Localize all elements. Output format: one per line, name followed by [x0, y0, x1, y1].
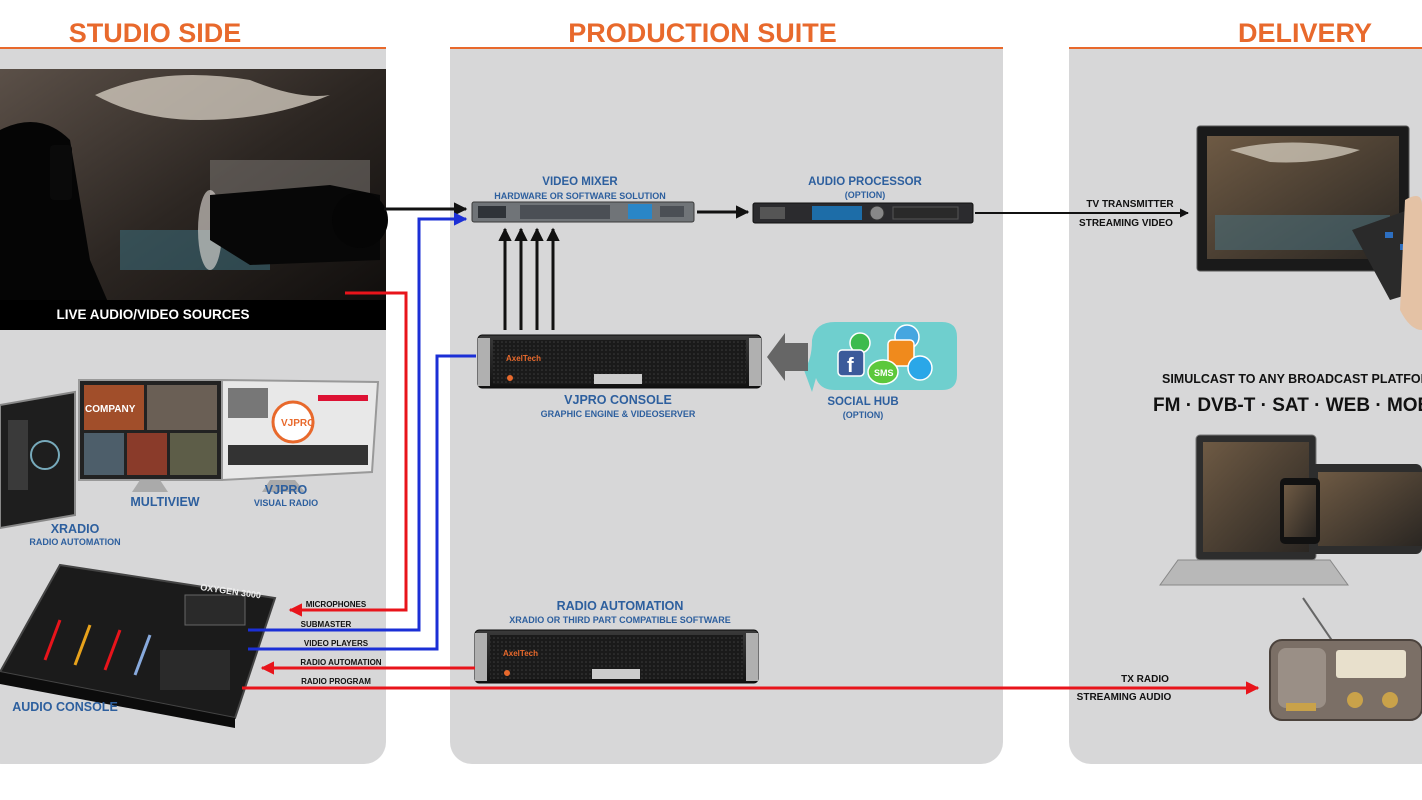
vjpro-console-server	[477, 334, 762, 389]
video-mixer-sublabel: HARDWARE OR SOFTWARE SOLUTION	[494, 191, 666, 201]
video-mixer-label: VIDEO MIXER	[542, 176, 618, 188]
xradio-label: XRADIO	[50, 522, 100, 536]
video-players-line	[248, 354, 476, 651]
submaster-signal-label: SUBMASTER	[300, 620, 352, 629]
section-title-studio: STUDIO SIDE	[68, 18, 242, 48]
social-hub-label: SOCIAL HUB	[827, 396, 899, 408]
sms-icon	[867, 359, 899, 385]
vjpro-console-label: VJPRO CONSOLE	[564, 393, 672, 407]
streaming-audio-label: STREAMING AUDIO	[1076, 692, 1172, 703]
audio-console	[0, 563, 277, 728]
vjpro-label: VJPRO	[264, 483, 308, 497]
vjpro-sublabel: VISUAL RADIO	[253, 498, 319, 508]
vjpro-console-sublabel: GRAPHIC ENGINE & VIDEOSERVER	[540, 409, 696, 419]
audio-processor-sublabel: (OPTION)	[844, 190, 886, 200]
radio-receiver	[1269, 597, 1422, 721]
video-mixer-device	[471, 201, 695, 223]
skype-icon	[907, 355, 933, 381]
radio-automation-sublabel: XRADIO OR THIRD PART COMPATIBLE SOFTWARE	[509, 615, 731, 625]
radio-automation-server	[474, 629, 759, 684]
monitor-multiview	[78, 379, 223, 492]
audio-console-label: AUDIO CONSOLE	[12, 700, 118, 714]
audio-processor-label: AUDIO PROCESSOR	[808, 176, 922, 188]
monitor-xradio	[0, 390, 76, 530]
server-brand-text: AxelTech	[506, 354, 541, 363]
xradio-sublabel: RADIO AUTOMATION	[29, 537, 121, 547]
rss-icon	[887, 339, 915, 367]
studio-photo	[0, 69, 388, 330]
radio-automation-signal-label: RADIO AUTOMATION	[300, 658, 382, 667]
streaming-video-label: STREAMING VIDEO	[1079, 218, 1173, 229]
laptop-device	[1159, 434, 1349, 586]
server-brand-text-2: AxelTech	[503, 649, 538, 658]
social-hub-sublabel: (OPTION)	[842, 410, 884, 420]
radio-automation-label: RADIO AUTOMATION	[556, 599, 684, 613]
tv-transmitter-label: TV TRANSMITTER	[1086, 199, 1174, 210]
phone-device	[1280, 478, 1320, 544]
video-players-signal-label: VIDEO PLAYERS	[303, 639, 369, 648]
monitor-vjpro	[221, 378, 380, 492]
multiview-label: MULTIVIEW	[130, 495, 200, 509]
tablet-device	[1310, 464, 1422, 554]
remote-control	[1352, 196, 1422, 330]
live-sources-label: LIVE AUDIO/VIDEO SOURCES	[56, 307, 250, 322]
section-title-production: PRODUCTION SUITE	[568, 18, 837, 48]
microphones-signal-label: MICROPHONES	[305, 600, 367, 609]
delivery-panel-rule	[1069, 47, 1422, 49]
studio-panel-rule	[0, 47, 386, 49]
simulcast-label: SIMULCAST TO ANY BROADCAST PLATFORM	[1162, 372, 1422, 386]
section-title-delivery: DELIVERY	[1237, 18, 1373, 48]
screen-company-text: COMPANY	[85, 404, 136, 415]
social-hub-arrow	[767, 333, 808, 381]
facebook-icon: f	[837, 349, 865, 377]
audio-processor-device	[752, 202, 974, 224]
radio-program-signal-label: RADIO PROGRAM	[301, 677, 371, 686]
svg-text:f: f	[847, 355, 854, 377]
platforms-label: FM · DVB-T · SAT · WEB · MOBILE	[1153, 395, 1422, 416]
sms-icon-text: SMS	[874, 368, 894, 378]
submaster-line	[248, 212, 468, 632]
tx-radio-label: TX RADIO	[1121, 674, 1169, 685]
microphones-line	[288, 291, 408, 617]
screen-vjpro-logo: VJPRO	[281, 418, 315, 429]
production-panel-rule	[450, 47, 1003, 49]
